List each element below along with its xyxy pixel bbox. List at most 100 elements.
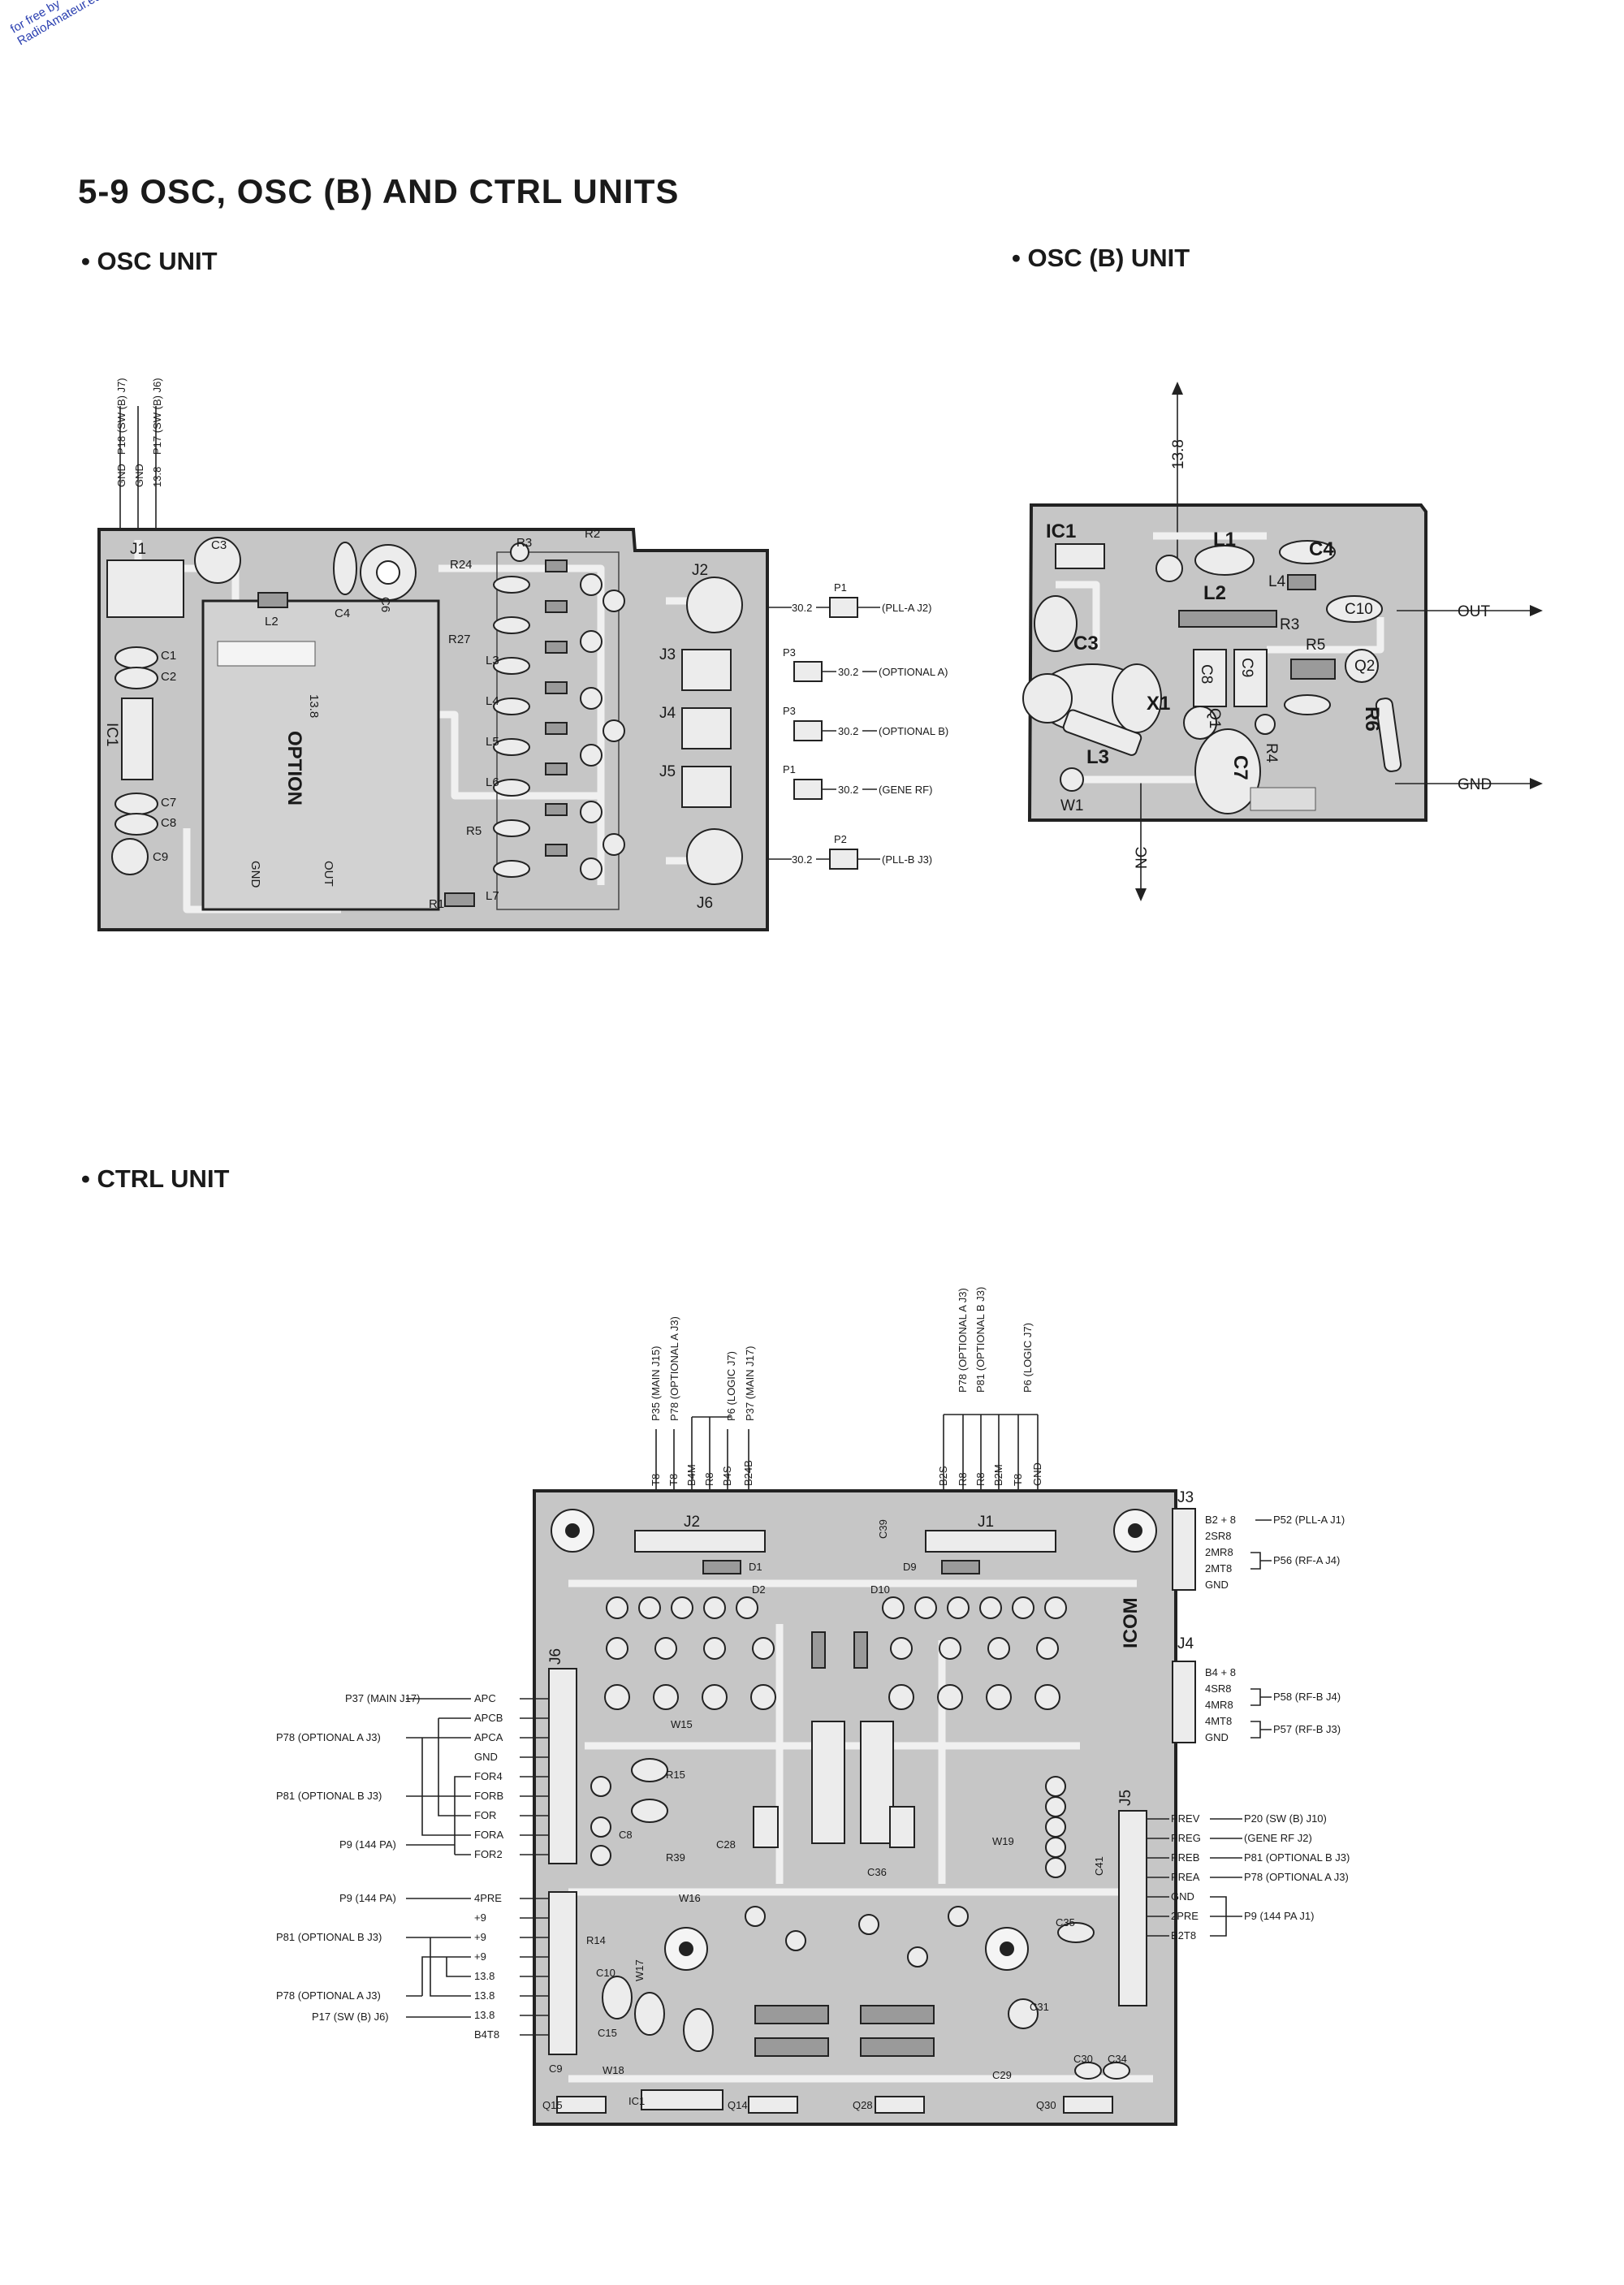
ctrl-w16-label: W17 bbox=[633, 1959, 646, 1981]
osc-c1 bbox=[114, 646, 158, 669]
osc-c2 bbox=[114, 667, 158, 689]
ctrl-j5-pin-1: PREG bbox=[1171, 1832, 1201, 1844]
ctrl-component-grid bbox=[590, 1596, 1130, 2080]
ctrl-ll-pin-3: +9 bbox=[474, 1950, 486, 1963]
oscb-l2-label: L2 bbox=[1203, 582, 1226, 604]
ctrl-j4-pin-4: GND bbox=[1205, 1731, 1229, 1743]
osc-r16-label: R24 bbox=[450, 558, 473, 572]
option-label: OPTION bbox=[283, 731, 305, 806]
ctrl-c35-label: C36 bbox=[867, 1866, 887, 1878]
ctrl-tr-pin-1: R8 bbox=[957, 1472, 969, 1486]
osc-c7 bbox=[114, 793, 158, 815]
ctrl-tr-pin-2: R8 bbox=[974, 1472, 987, 1486]
ctrl-tr-pin-4: T8 bbox=[1012, 1474, 1024, 1486]
ctrl-j5-pin-6: B2T8 bbox=[1171, 1929, 1196, 1942]
ctrl-j6-label: J6 bbox=[547, 1648, 564, 1665]
oscb-c4-label: C4 bbox=[1309, 538, 1334, 560]
osc-lead-p17: P17 (SW (B) J6) bbox=[151, 378, 163, 455]
osc-j4-label: J4 bbox=[659, 705, 676, 722]
oscb-ic1-label: IC1 bbox=[1046, 520, 1076, 542]
osc-c4 bbox=[333, 542, 357, 595]
ctrl-unit-diagram: P35 (MAIN J15) P78 (OPTIONAL A J3) P6 (L… bbox=[276, 1287, 1350, 2126]
ctrl-tl-dest-3: P37 (MAIN J17) bbox=[744, 1346, 756, 1421]
ctrl-lu-pin-4: FOR4 bbox=[474, 1770, 503, 1782]
ctrl-j3-dest-0: P52 (PLL-A J1) bbox=[1273, 1514, 1345, 1526]
osc-conn-3-plug: P3 bbox=[783, 705, 796, 717]
oscb-r5-label: R5 bbox=[1306, 637, 1325, 654]
ctrl-tr-pin-3: B2M bbox=[992, 1464, 1004, 1486]
osc-connector-gene-rf: P1 30.2 (GENE RF) bbox=[783, 763, 932, 800]
ctrl-j2 bbox=[634, 1530, 766, 1553]
ctrl-j4-pin-2: 4MR8 bbox=[1205, 1699, 1233, 1711]
oscb-c11 bbox=[1326, 595, 1383, 623]
ctrl-d10-label: D10 bbox=[870, 1583, 890, 1596]
ctrl-tl-pin-2: B4M bbox=[685, 1464, 698, 1486]
oscb-c9 bbox=[1194, 728, 1261, 814]
ctrl-j5-dest-3: P78 (OPTIONAL A J3) bbox=[1244, 1871, 1349, 1883]
ctrl-lu-pin-1: APCB bbox=[474, 1712, 503, 1724]
ctrl-tl-dest-1: P78 (OPTIONAL A J3) bbox=[668, 1316, 680, 1421]
ctrl-d1 bbox=[702, 1560, 741, 1574]
oscb-r3-label: R3 bbox=[1280, 616, 1299, 633]
osc-l2 bbox=[257, 592, 288, 608]
ctrl-c28-label: C29 bbox=[992, 2069, 1012, 2081]
ctrl-tl-pin-5: B24B bbox=[742, 1460, 754, 1486]
ctrl-ll-pin-7: B4T8 bbox=[474, 2028, 499, 2041]
ctrl-d2-label: D2 bbox=[752, 1583, 766, 1596]
osc-c1-label: C1 bbox=[161, 649, 176, 663]
osc-conn-2-dest: (OPTIONAL A) bbox=[879, 666, 948, 678]
ctrl-icom-label: ICOM bbox=[1120, 1597, 1142, 1648]
ctrl-j4-dest-0: P58 (RF-B J4) bbox=[1273, 1691, 1341, 1703]
osc-conn-5-voltage: 30.2 bbox=[792, 853, 812, 866]
osc-conn-1-dest: (PLL-A J2) bbox=[882, 602, 931, 614]
osc-lead-gnd-2: GND bbox=[133, 464, 145, 487]
ctrl-tl-pin-1: T8 bbox=[667, 1474, 680, 1486]
osc-j3-label: J3 bbox=[659, 646, 676, 663]
ctrl-r39-label: C8 bbox=[619, 1829, 633, 1841]
osc-lead-gnd-1: GND bbox=[115, 464, 127, 487]
oscb-q1-label: Q1 bbox=[1206, 708, 1223, 728]
osc-j6-label: J6 bbox=[697, 895, 713, 912]
osc-r1-label: R1 bbox=[429, 897, 444, 911]
osc-top-leads: GND GND 13.8 P18 (SW (B) J7) P17 (SW (B)… bbox=[115, 378, 163, 544]
ctrl-j4-pin-0: B4 + 8 bbox=[1205, 1666, 1236, 1678]
osc-connector-pll-b: 30.2 P2 (PLL-B J3) bbox=[767, 833, 932, 870]
oscb-c3-label: C3 bbox=[1073, 633, 1099, 654]
osc-lead-13v8: 13.8 bbox=[151, 467, 163, 487]
ctrl-ll-pin-1: +9 bbox=[474, 1911, 486, 1924]
oscb-c4 bbox=[1155, 555, 1183, 582]
oscb-q2-label: Q2 bbox=[1354, 658, 1375, 675]
osc-conn-1-voltage: 30.2 bbox=[792, 602, 812, 614]
osc-j2-label: J2 bbox=[692, 562, 708, 579]
ctrl-lu-dest-2: P81 (OPTIONAL B J3) bbox=[276, 1790, 382, 1802]
option-gnd-label: GND bbox=[248, 861, 262, 888]
osc-l5-label: L5 bbox=[486, 735, 499, 749]
osc-j6 bbox=[686, 828, 743, 885]
ctrl-tr-dest-1: P81 (OPTIONAL B J3) bbox=[974, 1287, 987, 1393]
osc-j1-label: J1 bbox=[130, 541, 146, 558]
ctrl-j3-pin-2: 2MR8 bbox=[1205, 1546, 1233, 1558]
oscb-c11-label: C10 bbox=[1345, 601, 1373, 618]
ctrl-j6-lower bbox=[548, 1891, 577, 2055]
osc-c7-label: C7 bbox=[161, 796, 176, 810]
ctrl-q15-label: Q15 bbox=[542, 2099, 563, 2111]
ctrl-tr-pin-5: GND bbox=[1031, 1462, 1043, 1486]
ctrl-lu-pin-3: GND bbox=[474, 1751, 498, 1763]
osc-l7-label: L7 bbox=[486, 889, 499, 903]
ctrl-tl-pin-0: T8 bbox=[650, 1474, 662, 1486]
ctrl-w19-label: R14 bbox=[586, 1934, 606, 1946]
oscb-unit-diagram: 13.8 NC OUT GND IC1 L1 C4 L2 L4 R3 C10 C… bbox=[1022, 382, 1543, 901]
osc-ic1 bbox=[121, 698, 153, 780]
ctrl-lu-pin-6: FOR bbox=[474, 1809, 496, 1821]
ctrl-j5-pin-0: PREV bbox=[1171, 1812, 1200, 1825]
ctrl-ll-pin-0: 4PRE bbox=[474, 1892, 502, 1904]
ctrl-lu-pin-7: FORA bbox=[474, 1829, 503, 1841]
oscb-c3 bbox=[1034, 595, 1078, 652]
oscb-x1-label: X1 bbox=[1147, 693, 1170, 715]
ctrl-j5-leads: PREV PREG PREB PREA GND 2PRE B2T8 P20 (S… bbox=[1147, 1812, 1350, 1942]
ctrl-tr-dest-0: P78 (OPTIONAL A J3) bbox=[957, 1288, 969, 1393]
ctrl-j4-pin-1: 4SR8 bbox=[1205, 1682, 1232, 1695]
oscb-l1-label: L1 bbox=[1213, 529, 1236, 551]
oscb-q1 bbox=[1183, 706, 1217, 740]
